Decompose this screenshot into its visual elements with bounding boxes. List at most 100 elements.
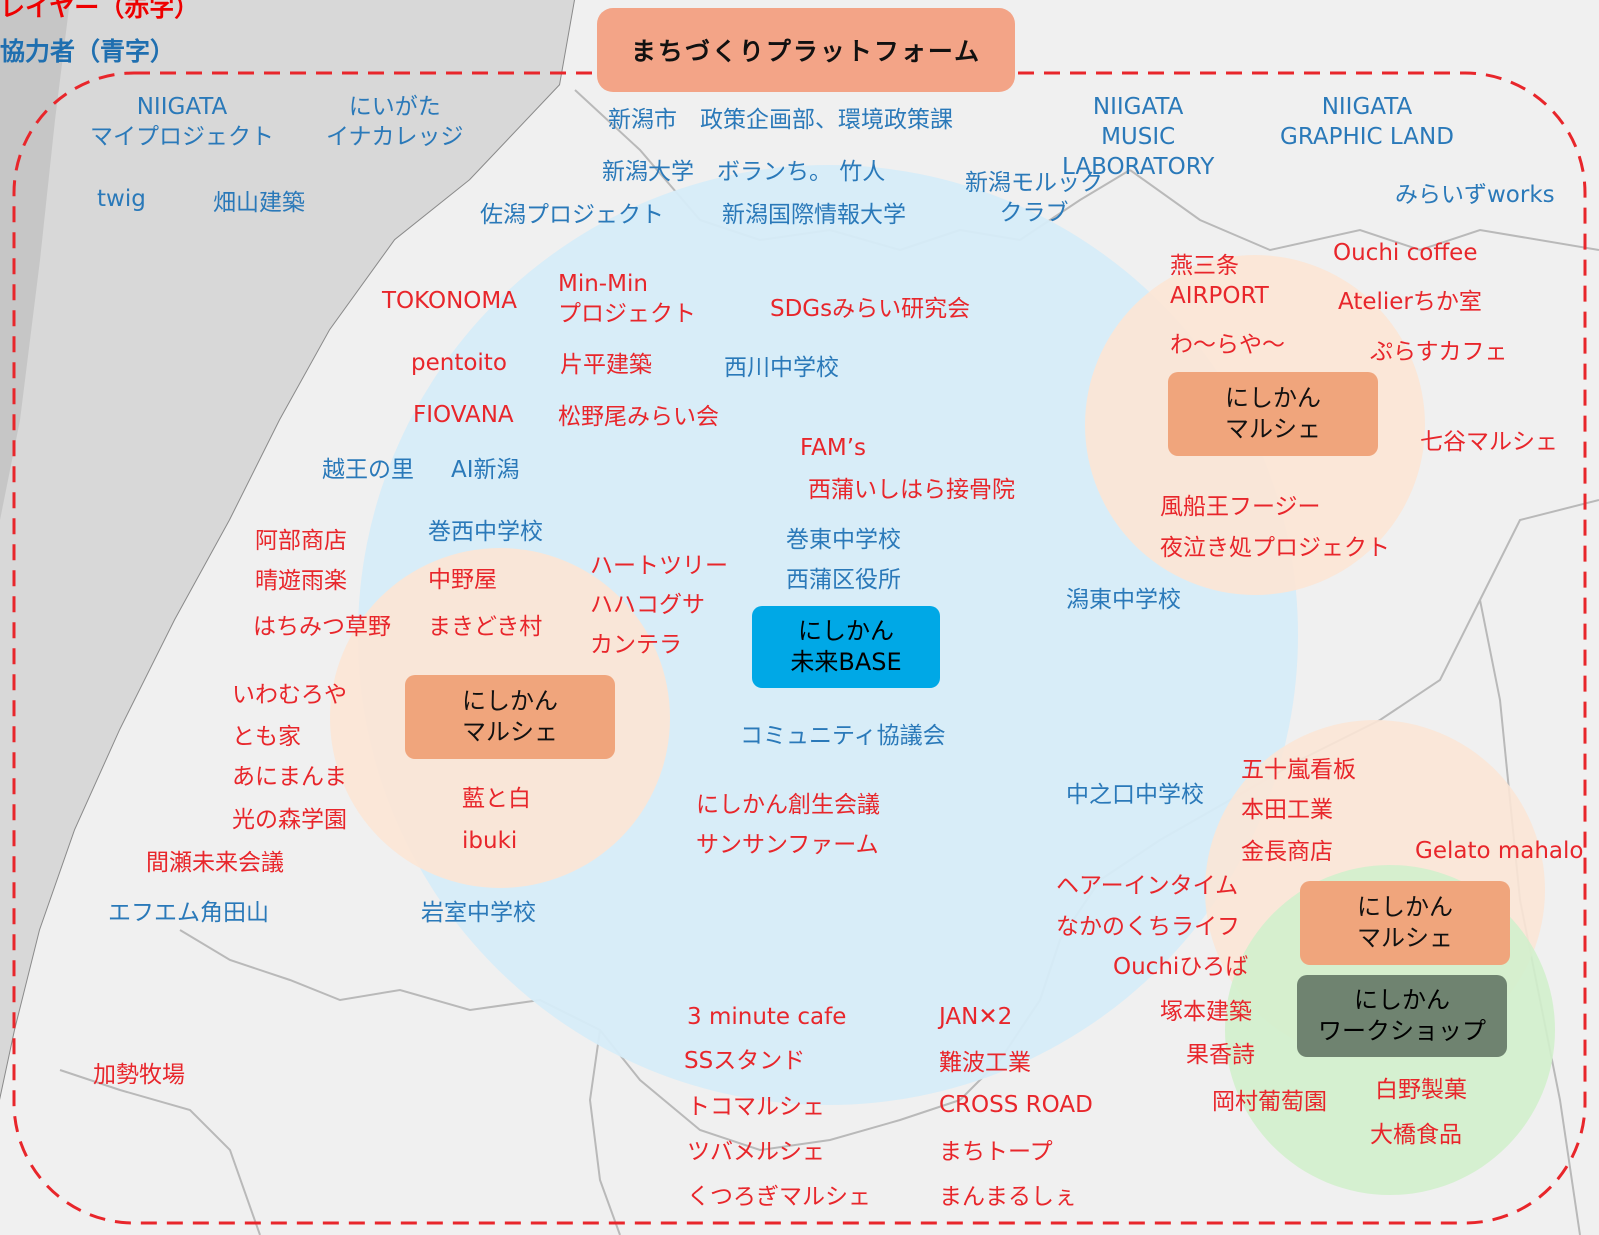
partner-nishikawa-jhs: 西川中学校 — [724, 355, 839, 381]
node-base: にしかん 未来BASE — [752, 606, 940, 688]
partner-nishikan-office: 西蒲区役所 — [786, 567, 901, 593]
platform-title: まちづくりプラットフォーム — [597, 8, 1015, 92]
partner-line: LABORATORY — [1062, 154, 1215, 180]
partner-mollusk: 新潟モルック クラブ — [965, 168, 1103, 228]
node-workshop: にしかん ワークショップ — [1297, 975, 1507, 1057]
layer-kutsurogi: くつろぎマルシェ — [687, 1184, 871, 1210]
ward-boundary — [1129, 169, 1599, 252]
layer-toko-marche: トコマルシェ — [687, 1094, 825, 1120]
layer-hahakogusa: ハハコグサ — [590, 592, 705, 618]
layer-kantera: カンテラ — [590, 632, 682, 658]
node-base-line1: にしかん — [798, 617, 894, 645]
node-workshop-line2: ワークショップ — [1318, 1017, 1486, 1045]
layer-sunsun: サンサンファーム — [696, 832, 879, 858]
partner-line: クラブ — [999, 200, 1069, 226]
partner-graphic-land: NIIGATA GRAPHIC LAND — [1280, 92, 1454, 152]
layer-hikarinomori: 光の森学園 — [232, 807, 347, 833]
partner-niigata-my-project: NIIGATA マイプロジェクト — [90, 92, 274, 152]
layer-nanatani: 七谷マルシェ — [1420, 429, 1558, 455]
layer-fusen: 風船王フージー — [1160, 494, 1321, 520]
partner-makinishi-jhs: 巻西中学校 — [428, 519, 543, 545]
layer-three-min: 3 minute cafe — [687, 1004, 847, 1030]
partner-ai-niigata: AI新潟 — [451, 457, 520, 483]
layer-kakoshi: 果香詩 — [1186, 1042, 1255, 1068]
layer-pentoito: pentoito — [411, 350, 507, 376]
layer-igarashi: 五十嵐看板 — [1241, 757, 1356, 783]
layer-sdgs: SDGsみらい研究会 — [770, 296, 971, 322]
layer-machi-taupe: まちトープ — [939, 1139, 1053, 1165]
layer-katahira: 片平建築 — [560, 352, 652, 378]
ward-boundary — [588, 1029, 621, 1235]
layer-abe: 阿部商店 — [255, 528, 347, 554]
layer-kaze-farm: 加勢牧場 — [93, 1062, 185, 1088]
layer-nakanoya: 中野屋 — [428, 567, 497, 593]
layer-line: AIRPORT — [1170, 283, 1269, 309]
sea-strip — [0, 0, 70, 520]
layer-okamura: 岡村葡萄園 — [1212, 1089, 1327, 1115]
layer-minmin: Min-Min プロジェクト — [558, 269, 696, 329]
partner-niigata-univ: 新潟大学 ボランち。 竹人 — [602, 159, 886, 185]
partner-katahigashi-jhs: 潟東中学校 — [1066, 587, 1181, 613]
node-marche-left: にしかん マルシェ — [405, 675, 615, 759]
layer-ishihara: 西蒲いしはら接骨院 — [808, 477, 1015, 503]
partner-twig: twig — [97, 186, 146, 212]
node-marche-line1: にしかん — [1225, 384, 1321, 412]
partner-line: 新潟モルック — [965, 170, 1103, 196]
layer-gelato: Gelato mahalo — [1415, 838, 1584, 864]
coastal-land — [0, 0, 575, 1100]
layer-shirono: 白野製菓 — [1375, 1077, 1467, 1103]
layer-matsunoo: 松野尾みらい会 — [558, 404, 719, 430]
node-marche-line1: にしかん — [1357, 893, 1453, 921]
partner-line: イナカレッジ — [326, 124, 464, 150]
layer-animanma: あにまんま — [232, 764, 347, 790]
layer-hair: ヘアーインタイム — [1056, 873, 1239, 899]
partner-sagata: 佐潟プロジェクト — [480, 202, 664, 228]
cross-icon: ✕ — [978, 1004, 998, 1030]
partner-line: NIIGATA — [1092, 94, 1184, 120]
node-marche-line2: マルシェ — [1225, 415, 1321, 443]
layer-ouchi-hiroba: Ouchiひろば — [1113, 954, 1249, 980]
layer-tsubame-airport: 燕三条 AIRPORT — [1170, 251, 1269, 311]
legend-red-layers: レイヤー（赤字） — [0, 0, 200, 22]
partner-line: NIIGATA — [1321, 94, 1413, 120]
layer-jan-prefix: JAN — [939, 1004, 979, 1030]
node-marche-line2: マルシェ — [462, 718, 558, 746]
layer-fams: FAM’s — [800, 435, 866, 461]
layer-makidoki: まきどき村 — [428, 614, 543, 640]
layer-hachimitsu: はちみつ草野 — [253, 614, 391, 640]
partner-niigata-inacollege: にいがた イナカレッジ — [326, 92, 464, 152]
partner-nakanokuchi-jhs: 中之口中学校 — [1066, 782, 1204, 808]
partner-music-lab: NIIGATA MUSIC LABORATORY — [1062, 92, 1214, 182]
layer-waraya: わ〜らや〜 — [1170, 332, 1285, 358]
partner-community: コミュニティ協議会 — [740, 723, 946, 749]
layer-plus-cafe: ぷらすカフェ — [1370, 339, 1508, 365]
layer-namba: 難波工業 — [939, 1050, 1031, 1076]
layer-ibuki: ibuki — [462, 828, 518, 854]
partner-nuis: 新潟国際情報大学 — [722, 202, 906, 228]
ward-boundary — [59, 1069, 261, 1235]
partner-line: にいがた — [348, 94, 441, 120]
partner-makihigashi-jhs: 巻東中学校 — [786, 527, 901, 553]
layer-tsukamoto: 塚本建築 — [1160, 999, 1252, 1025]
layer-iwamuroya: いわむろや — [232, 682, 347, 708]
partner-line: GRAPHIC LAND — [1280, 124, 1454, 150]
node-marche-bottom-right: にしかん マルシェ — [1300, 881, 1510, 965]
node-marche-line1: にしかん — [462, 687, 558, 715]
layer-sousei: にしかん創生会議 — [696, 792, 880, 818]
layer-line: Min-Min — [558, 271, 648, 297]
layer-honda: 本田工業 — [1241, 797, 1333, 823]
layer-atelier: Atelierちか室 — [1338, 289, 1482, 315]
partner-fm-kakudayama: エフエム角田山 — [108, 900, 269, 926]
partner-miraisworks: みらいずworks — [1395, 182, 1555, 208]
layer-manmaru: まんまるしぇ — [939, 1184, 1077, 1210]
layer-cross-road: CROSS ROAD — [939, 1092, 1093, 1118]
partner-line: マイプロジェクト — [90, 124, 274, 150]
partner-hatayama: 畑山建築 — [213, 190, 305, 216]
layer-jan: JAN✕2 — [939, 1002, 1012, 1032]
layer-kanecho: 金長商店 — [1241, 839, 1333, 865]
layer-fiovana: FIOVANA — [413, 402, 514, 428]
node-workshop-line1: にしかん — [1354, 986, 1450, 1014]
layer-nakanokuchi-life: なかのくちライフ — [1056, 914, 1240, 940]
